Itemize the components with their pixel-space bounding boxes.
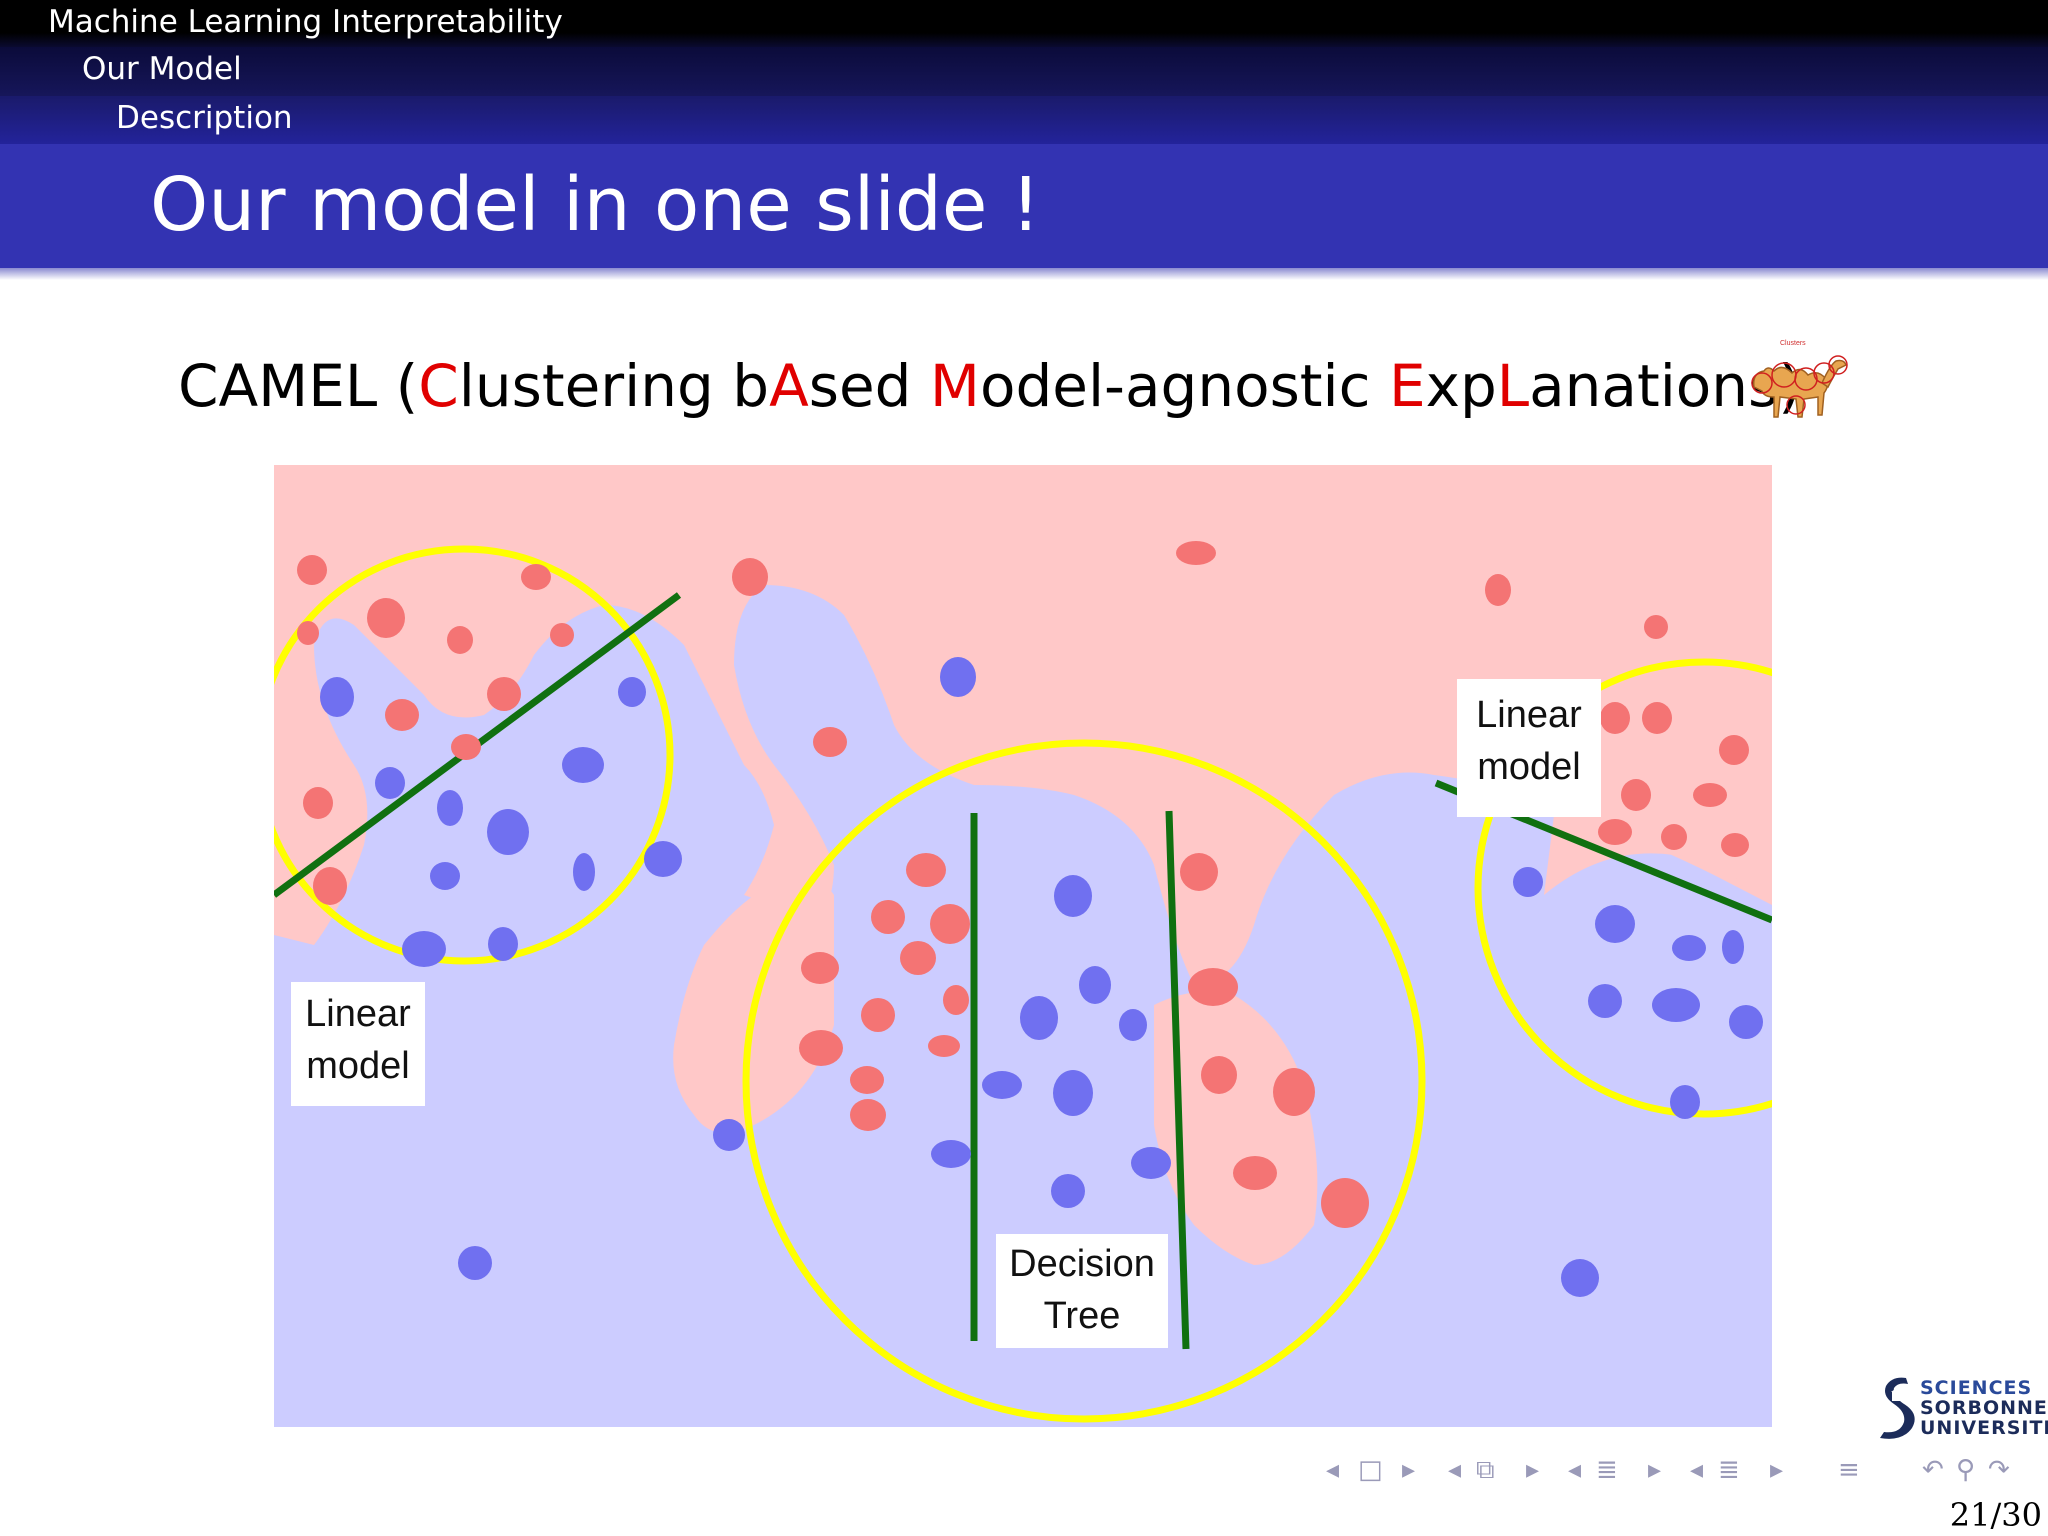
institution-line: SORBONNE bbox=[1920, 1397, 2048, 1419]
blue-region bbox=[274, 585, 1772, 1427]
nav-right-arrow-icon[interactable]: ▸ bbox=[1526, 1455, 1540, 1485]
cluster-circle bbox=[742, 739, 1426, 1423]
search-icon[interactable]: ⚲ bbox=[1956, 1455, 1976, 1485]
heading-text: CAMEL ( bbox=[178, 352, 419, 420]
header-subsection-bar: Our Model bbox=[0, 47, 2048, 96]
page-number: 21/30 bbox=[1949, 1496, 2042, 1534]
blue-points bbox=[320, 657, 1763, 1297]
cluster-circle bbox=[274, 545, 674, 965]
heading-highlight-letter: C bbox=[418, 352, 459, 420]
camel-logo-icon: Clusters bbox=[1751, 340, 1848, 418]
nav-left-arrow-icon[interactable]: ◂ bbox=[1690, 1455, 1704, 1485]
institution-name: SCIENCES SORBONNE UNIVERSITÉ bbox=[1920, 1378, 2048, 1438]
undo-icon[interactable]: ↶ bbox=[1922, 1455, 1944, 1485]
header-section[interactable]: Machine Learning Interpretability bbox=[48, 4, 563, 40]
heading-highlight-letter: E bbox=[1388, 352, 1426, 420]
header-subsubsection[interactable]: Description bbox=[116, 100, 293, 136]
header-section-bar: Machine Learning Interpretability bbox=[0, 0, 2048, 47]
cluster-circle bbox=[1474, 658, 1772, 1118]
section-icon[interactable]: ≣ bbox=[1718, 1455, 1740, 1485]
label-line: Linear bbox=[1476, 694, 1582, 736]
redo-icon[interactable]: ↷ bbox=[1988, 1455, 2010, 1485]
label-decision-tree: Decision Tree bbox=[996, 1234, 1168, 1348]
institution-line: UNIVERSITÉ bbox=[1920, 1417, 2048, 1439]
heading-highlight-letter: M bbox=[929, 352, 980, 420]
toc-icon[interactable]: ≡ bbox=[1838, 1455, 1860, 1485]
nav-left-arrow-icon[interactable]: ◂ bbox=[1568, 1455, 1582, 1485]
label-line: Decision bbox=[1009, 1243, 1155, 1285]
label-line: model bbox=[1477, 746, 1581, 788]
heading-highlight-letter: L bbox=[1496, 352, 1530, 420]
label-line: Tree bbox=[1043, 1295, 1121, 1337]
label-linear-model-right: Linear model bbox=[1457, 679, 1601, 817]
heading-highlight-letter: A bbox=[769, 352, 809, 420]
label-linear-model-left: Linear model bbox=[291, 982, 425, 1106]
header-subsubsection-bar: Description bbox=[0, 96, 2048, 144]
frame-icon[interactable]: □ bbox=[1358, 1455, 1383, 1485]
nav-right-arrow-icon[interactable]: ▸ bbox=[1648, 1455, 1662, 1485]
tree-split bbox=[1165, 810, 1190, 1350]
nav-right-arrow-icon[interactable]: ▸ bbox=[1402, 1455, 1416, 1485]
beamer-navigation: ◂ □ ▸ ◂ ⧉ ▸ ◂ ≣ ▸ ◂ ≣ ▸ ≡ ↶ ⚲ ↷ bbox=[1320, 1455, 2040, 1485]
heading-text: xp bbox=[1425, 352, 1497, 420]
frame-title: Our model in one slide ! bbox=[150, 162, 1041, 248]
section-icon[interactable]: ≣ bbox=[1596, 1455, 1618, 1485]
label-line: Linear bbox=[305, 993, 411, 1035]
label-line: model bbox=[306, 1045, 410, 1087]
heading-text: lustering b bbox=[458, 352, 770, 420]
subsection-icon[interactable]: ⧉ bbox=[1476, 1455, 1495, 1485]
institution-line: SCIENCES bbox=[1920, 1377, 2033, 1399]
sorbonne-logo-icon bbox=[1880, 1377, 1915, 1439]
heading-text: odel-agnostic bbox=[979, 352, 1389, 420]
heading-text: sed bbox=[808, 352, 930, 420]
nav-right-arrow-icon[interactable]: ▸ bbox=[1770, 1455, 1784, 1485]
nav-left-arrow-icon[interactable]: ◂ bbox=[1448, 1455, 1462, 1485]
frame-title-bar: Our model in one slide ! bbox=[0, 144, 2048, 280]
red-region-lobe bbox=[1154, 991, 1318, 1265]
red-points bbox=[297, 541, 1749, 1228]
header-subsection[interactable]: Our Model bbox=[82, 51, 242, 87]
red-region-lobe bbox=[1544, 735, 1772, 895]
nav-left-arrow-icon[interactable]: ◂ bbox=[1326, 1455, 1340, 1485]
logo-caption: Clusters bbox=[1780, 340, 1806, 347]
camel-heading: CAMEL (Clustering bAsed Model-agnostic E… bbox=[178, 352, 1801, 420]
